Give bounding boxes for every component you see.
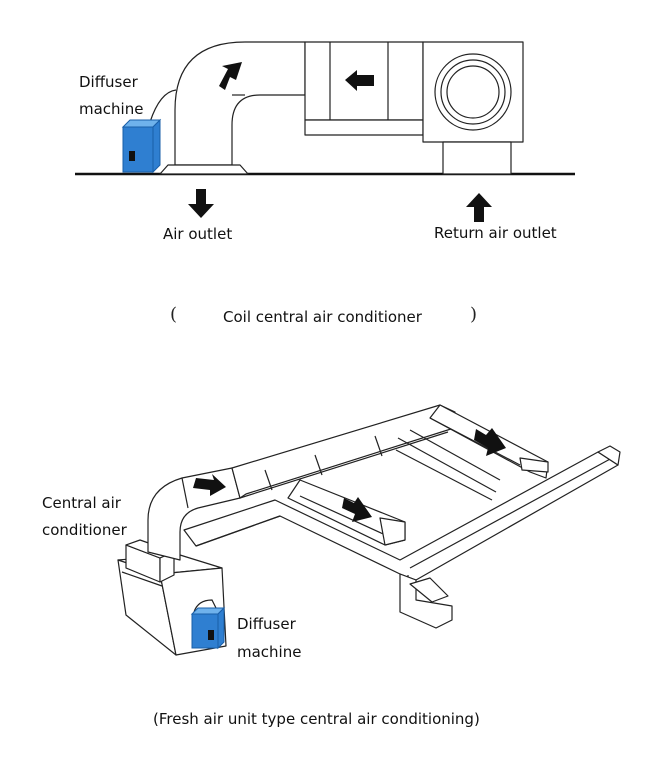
supply-branch-middle	[287, 479, 406, 546]
coil-ac-diagram: Diffuser machine Air outlet Return air o…	[75, 41, 575, 326]
central-ac-label-line1: Central air	[42, 494, 122, 512]
flow-arrow-icon	[474, 428, 506, 456]
up-arrow-icon	[466, 193, 492, 222]
diffuser-label-line2: machine	[79, 100, 143, 118]
caption-close-paren: )	[470, 304, 477, 325]
diffuser-label-line1: Diffuser	[79, 73, 139, 91]
flow-arrow-icon	[193, 474, 226, 496]
elbow-duct	[159, 41, 306, 175]
fresh-air-diagram: Central air conditioner Diffuser machine…	[42, 404, 621, 728]
riser-duct	[147, 467, 241, 561]
down-arrow-icon	[188, 189, 214, 218]
diffuser-label-line2: machine	[237, 643, 301, 661]
coil-box	[304, 41, 424, 136]
diffuser-machine	[121, 89, 177, 174]
flow-arrow-icon	[342, 497, 372, 522]
flow-arrow-icon	[219, 62, 242, 90]
air-outlet-label: Air outlet	[163, 225, 232, 243]
fresh-air-caption: (Fresh air unit type central air conditi…	[153, 710, 480, 728]
diffuser-label-line1: Diffuser	[237, 615, 297, 633]
flow-arrow-icon	[345, 70, 374, 91]
fan-unit	[422, 41, 524, 175]
return-duct-loop	[183, 445, 621, 629]
diffuser-machine	[190, 599, 226, 650]
coil-caption: Coil central air conditioner	[223, 308, 423, 326]
central-ac-label-line2: conditioner	[42, 521, 128, 539]
return-air-outlet-label: Return air outlet	[434, 224, 557, 242]
caption-open-paren: (	[170, 304, 177, 325]
